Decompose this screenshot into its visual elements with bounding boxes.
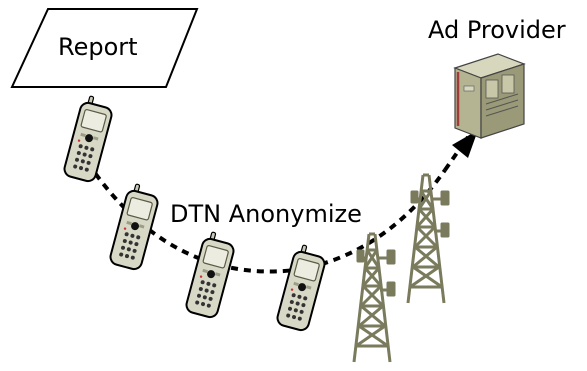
mobile-phone-icon — [107, 181, 163, 272]
ad-provider-label: Ad Provider — [428, 16, 566, 44]
anonymize-path — [86, 161, 447, 274]
cell-tower-icon — [352, 232, 396, 364]
dtn-anonymize-label: DTN Anonymize — [170, 200, 362, 228]
path-to-provider — [443, 135, 470, 172]
report-box — [10, 8, 199, 88]
server-icon — [453, 53, 526, 139]
cell-tower-icon — [406, 173, 450, 305]
arrow-head-icon — [452, 130, 478, 158]
mobile-phone-icon — [61, 93, 117, 184]
mobile-phone-icon — [183, 229, 239, 320]
mobile-phone-icon — [274, 242, 330, 333]
report-label: Report — [58, 33, 138, 61]
